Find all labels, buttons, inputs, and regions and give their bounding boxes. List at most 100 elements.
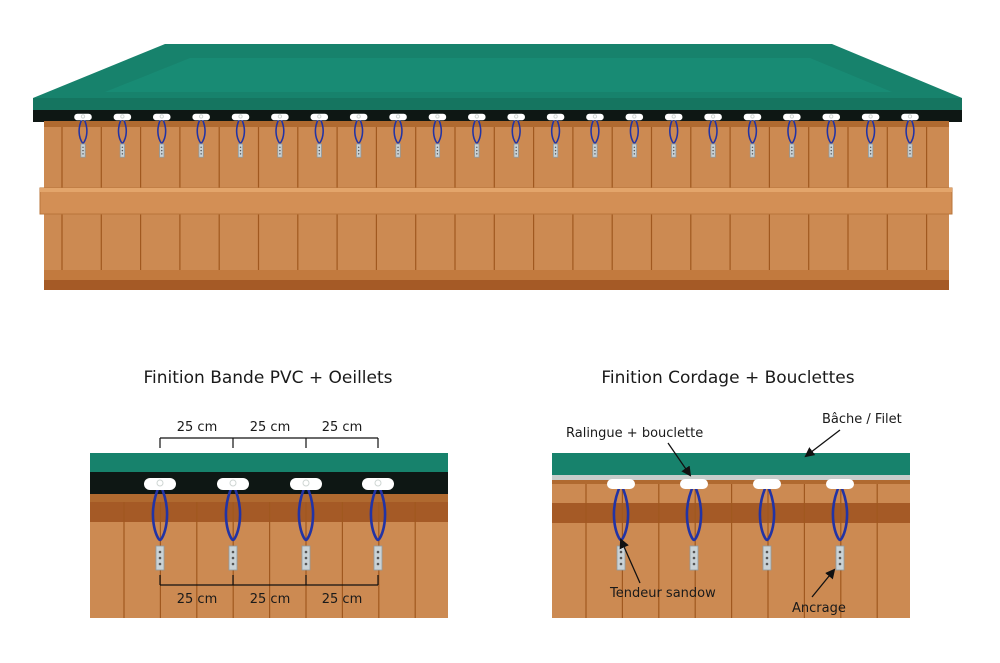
top-sandow-cord xyxy=(196,116,206,144)
right-sandow-cord xyxy=(758,483,776,542)
top-fastener xyxy=(901,113,919,158)
right-bracket-screw xyxy=(619,550,623,554)
left-bracket-screw xyxy=(304,562,308,566)
label-anchor: Ancrage xyxy=(792,601,846,616)
right-fastener xyxy=(753,479,781,571)
left-sandow-cord xyxy=(369,483,387,542)
top-eyelet-hole xyxy=(789,114,795,119)
left-bracket-screw xyxy=(304,550,308,554)
top-bracket-screw xyxy=(869,146,872,149)
top-eyelet-hole xyxy=(238,114,243,119)
top-bracket-screw xyxy=(121,153,124,155)
left-eyelet xyxy=(217,478,249,490)
top-sandow-cord xyxy=(472,116,482,144)
top-bracket-screw xyxy=(82,153,84,155)
top-sandow-cord xyxy=(511,116,521,144)
right-bracket-screw xyxy=(692,550,696,554)
top-sandow-cord xyxy=(905,116,915,144)
top-eyelet-hole xyxy=(317,114,322,119)
right-bracket-screw xyxy=(619,562,623,566)
spa-cover-inner xyxy=(105,58,892,92)
left-panel-title: Finition Bande PVC + Oeillets xyxy=(143,368,392,388)
top-bracket-screw xyxy=(239,146,242,149)
top-bracket-screw xyxy=(791,146,793,149)
top-bracket-screw xyxy=(161,153,163,155)
top-bracket-screw xyxy=(82,146,84,149)
left-bracket-screw xyxy=(158,550,162,554)
top-bracket-screw xyxy=(436,153,439,155)
top-eyelet-hole xyxy=(907,114,913,119)
right-panel-title: Finition Cordage + Bouclettes xyxy=(601,368,854,388)
top-sandow-cord xyxy=(747,116,758,144)
top-bracket-screw xyxy=(200,149,202,152)
top-bracket-screw xyxy=(200,146,202,149)
top-sandow-cord xyxy=(787,116,797,144)
top-fastener xyxy=(861,113,880,158)
top-bracket-screw xyxy=(515,146,517,149)
top-bracket-screw xyxy=(672,146,675,149)
left-cover xyxy=(90,453,448,473)
bottom-dimension xyxy=(159,575,379,586)
top-bracket-screw xyxy=(830,146,832,149)
top-sandow-cord xyxy=(629,116,639,144)
left-bracket-screw xyxy=(158,556,162,560)
top-bracket-screw xyxy=(633,149,636,152)
top-bracket-screw xyxy=(161,146,163,149)
top-eyelet xyxy=(349,113,368,121)
right-cover xyxy=(552,453,910,476)
top-eyelet xyxy=(389,113,407,121)
top-sandow-cord xyxy=(550,116,561,144)
top-fastener xyxy=(231,113,250,158)
right-fastener xyxy=(826,479,854,571)
top-bracket-screw xyxy=(751,146,754,149)
top-bracket-screw xyxy=(279,146,281,149)
right-bracket-screw xyxy=(838,562,842,566)
top-eyelet-hole xyxy=(395,114,401,119)
spa-illustration xyxy=(33,44,962,290)
top-eyelet-hole xyxy=(474,114,479,119)
top-sandow-cord xyxy=(865,116,876,144)
top-bracket-screw xyxy=(318,153,321,155)
top-eyelet xyxy=(428,113,447,121)
left-panel: Finition Bande PVC + Oeillets 25 cm 25 c… xyxy=(90,368,448,618)
top-bracket-screw xyxy=(397,153,399,155)
top-eyelet-hole xyxy=(198,114,204,119)
top-eyelet xyxy=(704,113,722,121)
top-sandow-cord xyxy=(314,116,324,144)
top-eyelet xyxy=(152,113,171,121)
top-sandow-cord xyxy=(157,116,167,144)
top-bracket-screw xyxy=(357,146,360,149)
left-fastener xyxy=(217,478,249,571)
top-sandow-cord xyxy=(235,116,246,144)
top-bracket-screw xyxy=(239,153,242,155)
top-bracket-screw xyxy=(279,153,281,155)
top-eyelet-hole xyxy=(750,114,755,119)
top-sandow-cord xyxy=(590,116,600,144)
top-bracket-screw xyxy=(357,153,360,155)
left-fastener xyxy=(290,478,322,571)
top-fastener xyxy=(152,113,171,158)
top-bracket-screw xyxy=(791,153,793,155)
left-bracket-screw xyxy=(376,550,380,554)
top-bracket-screw xyxy=(594,149,596,152)
left-bracket-screw xyxy=(231,550,235,554)
top-eyelet xyxy=(231,113,250,121)
top-bracket-screw xyxy=(672,149,675,152)
top-bracket-screw xyxy=(476,149,478,152)
top-eyelet xyxy=(113,113,132,121)
right-bracket-screw xyxy=(619,556,623,560)
top-eyelet-hole xyxy=(159,114,164,119)
top-bracket-screw xyxy=(909,146,911,149)
top-fastener xyxy=(349,113,368,158)
top-eyelet xyxy=(586,113,604,121)
top-bracket-screw xyxy=(318,146,321,149)
right-bouclette xyxy=(680,479,708,489)
right-bracket-screw xyxy=(692,562,696,566)
top-sandow-cord xyxy=(432,116,443,144)
top-eyelet-hole xyxy=(868,114,873,119)
top-bracket-screw xyxy=(476,153,478,155)
right-bouclette xyxy=(826,479,854,489)
top-eyelet-hole xyxy=(356,114,361,119)
top-eyelet xyxy=(192,113,210,121)
right-panel: Finition Cordage + Bouclettes Bâche / Fi… xyxy=(552,368,910,618)
